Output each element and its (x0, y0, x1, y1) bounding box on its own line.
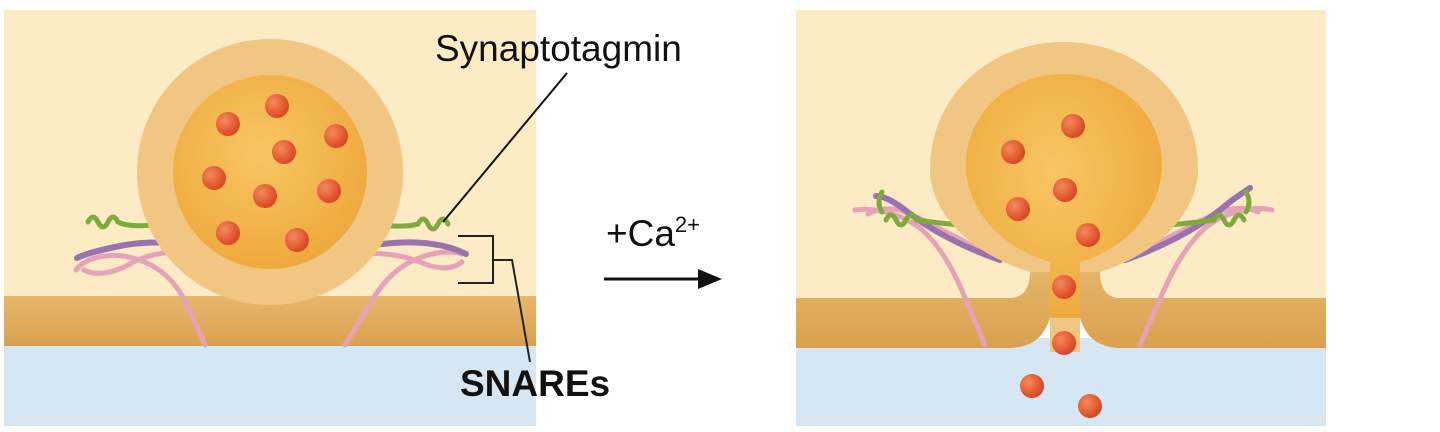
neurotransmitter-dot (253, 184, 277, 208)
neurotransmitter-dot (272, 140, 296, 164)
calcium-label-prefix: +Ca (606, 213, 675, 254)
neurotransmitter-dot-released (1078, 394, 1102, 418)
snare-strand-purple (1122, 185, 1253, 263)
synaptic-vesicle-docked (137, 39, 403, 305)
snare-strand-purple (873, 193, 1003, 263)
neurotransmitter-dot (1001, 140, 1025, 164)
panel-before-fusion (4, 10, 568, 426)
neurotransmitter-dot (265, 94, 289, 118)
neurotransmitter-dot (216, 221, 240, 245)
neurotransmitter-dot (317, 179, 341, 203)
snare-strand-pink (342, 249, 465, 348)
synaptotagmin-label: Synaptotagmin (435, 28, 682, 69)
snare-complex-left (852, 193, 1003, 348)
synaptic-vesicle-fusing (930, 42, 1198, 418)
neurotransmitter-dot-released (1020, 374, 1044, 398)
calcium-label-superscript: 2+ (675, 212, 700, 237)
right-arrow-icon (604, 269, 722, 289)
neurotransmitter-dot (285, 228, 309, 252)
neurotransmitter-dot (1052, 275, 1076, 299)
snares-bracket (458, 235, 531, 363)
neurotransmitter-dot (1076, 223, 1100, 247)
snares-label: SNAREs (460, 363, 610, 404)
neurotransmitter-dot-released (1052, 331, 1076, 355)
neurotransmitter-dot (216, 112, 240, 136)
panel-after-fusion (796, 10, 1326, 426)
neurotransmitter-dot (324, 124, 348, 148)
neurotransmitter-dot (1006, 197, 1030, 221)
neurotransmitter-dots (202, 94, 348, 252)
neurotransmitter-dot (202, 166, 226, 190)
neurotransmitter-dot (1061, 114, 1085, 138)
extracellular-region (4, 338, 536, 426)
neurotransmitter-dots (1001, 114, 1102, 418)
calcium-label: +Ca2+ (606, 212, 700, 254)
neurotransmitter-dot (1053, 178, 1077, 202)
synaptotagmin-leader-line (442, 72, 568, 223)
